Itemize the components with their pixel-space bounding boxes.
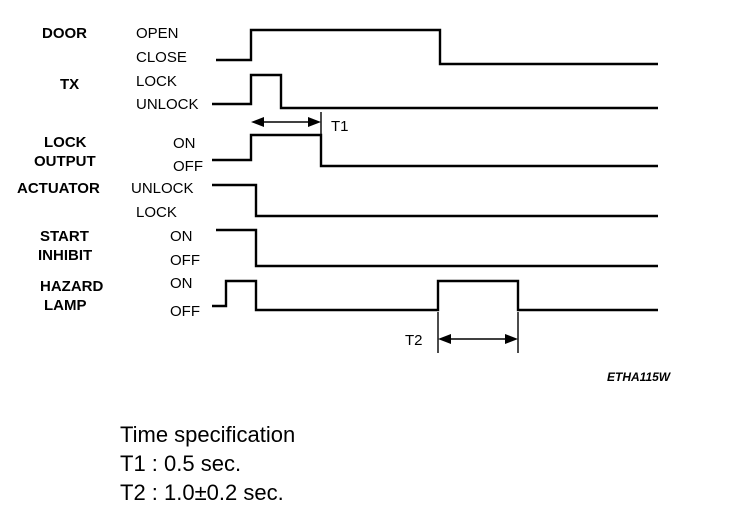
state-label-actuator-unlock: UNLOCK xyxy=(131,180,194,197)
state-label-door-open: OPEN xyxy=(136,25,179,42)
state-label-lock-output-off: OFF xyxy=(173,158,203,175)
signal-name-hazard-lamp: HAZARD LAMP xyxy=(40,278,108,314)
waveform-lock-output xyxy=(212,133,658,168)
waveform-tx xyxy=(212,73,658,110)
waveform-door xyxy=(216,28,658,66)
state-label-lock-output-on: ON xyxy=(173,135,196,152)
signal-name-start-inhibit-line1: START xyxy=(40,228,89,245)
figure-code: ETHA115W xyxy=(607,370,672,384)
signal-name-hazard-lamp-line2: LAMP xyxy=(44,297,87,314)
t2-arrow-left xyxy=(438,334,451,344)
time-specification-title: Time specification xyxy=(120,422,296,447)
signal-name-lock-output: LOCK OUTPUT xyxy=(34,134,96,170)
state-label-actuator-lock: LOCK xyxy=(136,204,177,221)
state-label-hazard-lamp-off: OFF xyxy=(170,303,200,320)
t1-arrow-right xyxy=(308,117,321,127)
time-specification-t1: T1 : 0.5 sec. xyxy=(120,451,242,476)
signal-name-tx: TX xyxy=(60,76,79,93)
state-label-start-inhibit-off: OFF xyxy=(170,252,200,269)
state-label-tx-unlock: UNLOCK xyxy=(136,96,199,113)
signal-name-lock-output-line2: OUTPUT xyxy=(34,153,96,170)
t2-label: T2 xyxy=(405,332,423,349)
signal-name-door: DOOR xyxy=(42,25,87,42)
t1-label: T1 xyxy=(331,118,349,135)
signal-name-lock-output-line1: LOCK xyxy=(44,134,87,151)
signal-name-hazard-lamp-line1: HAZARD xyxy=(40,278,103,295)
t1-arrow-left xyxy=(251,117,264,127)
waveform-actuator xyxy=(212,183,658,218)
state-label-start-inhibit-on: ON xyxy=(170,228,193,245)
signal-name-start-inhibit-line2: INHIBIT xyxy=(38,247,92,264)
time-specification: Time specification T1 : 0.5 sec. T2 : 1.… xyxy=(120,420,295,507)
signal-name-actuator: ACTUATOR xyxy=(17,180,100,197)
waveform-start-inhibit xyxy=(216,228,658,268)
t2-dimension: T2 xyxy=(405,312,519,353)
waveform-hazard-lamp xyxy=(212,279,658,312)
time-specification-t2: T2 : 1.0±0.2 sec. xyxy=(120,480,284,505)
state-label-door-close: CLOSE xyxy=(136,49,187,66)
state-label-tx-lock: LOCK xyxy=(136,73,177,90)
t2-arrow-right xyxy=(505,334,518,344)
t1-dimension: T1 xyxy=(251,112,349,135)
signal-name-start-inhibit: START INHIBIT xyxy=(38,228,93,264)
state-label-hazard-lamp-on: ON xyxy=(170,275,193,292)
